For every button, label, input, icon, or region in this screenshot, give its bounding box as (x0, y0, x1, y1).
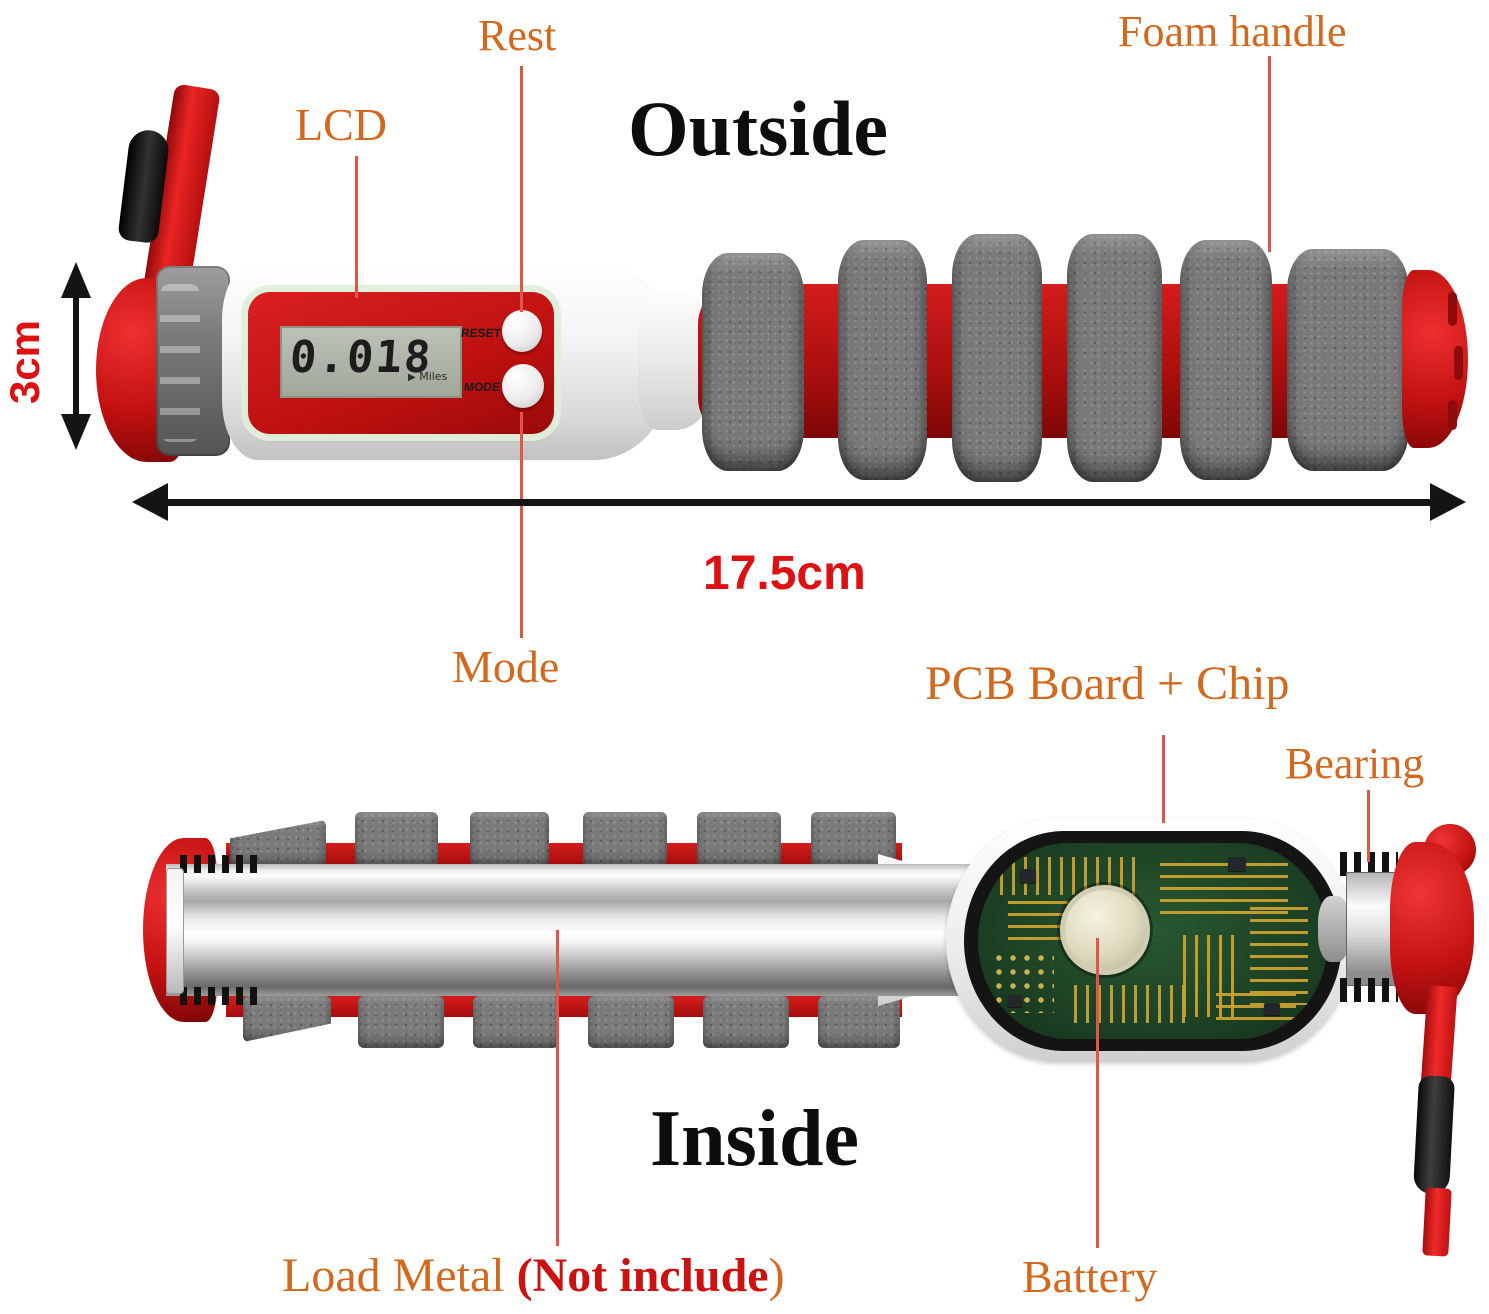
inside-red-strip-top (226, 843, 902, 864)
pcb-chip (1228, 857, 1246, 871)
pcb-chip (1264, 1003, 1280, 1015)
leader-load-metal (556, 930, 559, 1246)
foam-stub-top (470, 812, 549, 866)
leader-mode (520, 412, 523, 638)
length-arrow-shaft (162, 499, 1434, 506)
lcd-unit-arrow-icon: ▶ (408, 372, 416, 383)
pcb-traces (1216, 993, 1296, 1025)
load-metal-note: (Not include (516, 1249, 769, 1302)
height-arrow-down-icon (61, 414, 91, 450)
pcb-traces (1250, 907, 1308, 1005)
mode-button (502, 364, 544, 408)
dim-height: 3cm (1, 319, 48, 405)
length-arrow-left-icon (132, 483, 168, 521)
leader-bearing (1367, 790, 1370, 862)
mode-button-label: MODE (463, 380, 501, 394)
pcb-traces (1008, 901, 1068, 945)
label-load-metal: Load Metal (Not include) (282, 1248, 785, 1303)
foam-stub-top (697, 812, 781, 866)
reset-button (502, 310, 542, 352)
foam-stub-top (355, 812, 438, 866)
dim-length: 17.5cm (703, 547, 866, 600)
lcd-unit: ▶ Miles (408, 370, 447, 383)
foam-stub-bottom (473, 996, 559, 1048)
reset-button-label: RESET (460, 326, 502, 340)
leader-rest (520, 66, 523, 312)
foam-stub-top (583, 812, 667, 866)
cap-thread-bottom (180, 987, 260, 1005)
height-arrow-shaft (73, 294, 79, 418)
foam-stub-top (811, 812, 896, 866)
title-inside: Inside (650, 1095, 859, 1183)
height-arrow-up-icon (61, 262, 91, 298)
leader-lcd (355, 156, 358, 298)
pcb-board (978, 843, 1328, 1039)
battery (1060, 885, 1150, 975)
lcd-unit-text: Miles (419, 370, 448, 383)
pcb-chip (1008, 995, 1022, 1007)
rope-black-sleeve-icon (1412, 1075, 1456, 1195)
leader-battery (1096, 938, 1099, 1248)
tube-end-ring (166, 868, 184, 994)
foam-segment (838, 240, 927, 480)
rope-bottom (1420, 985, 1458, 1091)
label-bearing: Bearing (1285, 739, 1425, 788)
endcap-slot (1448, 292, 1457, 326)
title-outside: Outside (628, 85, 889, 172)
foam-segment (952, 234, 1042, 482)
foam-stub-bottom (818, 996, 900, 1048)
label-battery: Battery (1022, 1251, 1158, 1302)
pcb-pads (992, 951, 1054, 1013)
pcb-traces (1074, 985, 1192, 1023)
load-metal-tube (166, 864, 1006, 996)
bearing-cylinder (1346, 872, 1396, 986)
bearing-thread-bottom (1340, 978, 1398, 1002)
label-foam-handle: Foam handle (1118, 7, 1347, 56)
load-metal-close: ) (768, 1249, 785, 1302)
foam-segment (1287, 249, 1409, 471)
label-mode: Mode (452, 641, 560, 692)
handle-gray-ring (156, 266, 230, 456)
foam-segment (1067, 234, 1162, 482)
handle-gray-ring-ribs (160, 284, 200, 442)
bearing-nub (1318, 896, 1350, 962)
foam-stub-bottom (358, 996, 444, 1048)
foam-segment (1180, 240, 1272, 480)
endcap-slot (1454, 346, 1463, 380)
label-pcb: PCB Board + Chip (925, 657, 1290, 710)
foam-segment (702, 253, 804, 471)
rope-red-tip (1422, 1187, 1452, 1257)
pcb-chip (1020, 869, 1036, 883)
leader-pcb (1162, 735, 1165, 823)
label-lcd: LCD (295, 99, 387, 150)
foam-stub-bottom (703, 996, 789, 1048)
label-rest: Rest (478, 11, 557, 60)
length-arrow-right-icon (1430, 483, 1466, 521)
endcap-slot (1448, 400, 1457, 430)
foam-stub-bottom (588, 996, 674, 1048)
cap-thread-top (180, 855, 260, 873)
load-metal-text: Load Metal (282, 1249, 517, 1302)
lcd-screen (280, 326, 462, 398)
leader-foam (1268, 56, 1271, 252)
